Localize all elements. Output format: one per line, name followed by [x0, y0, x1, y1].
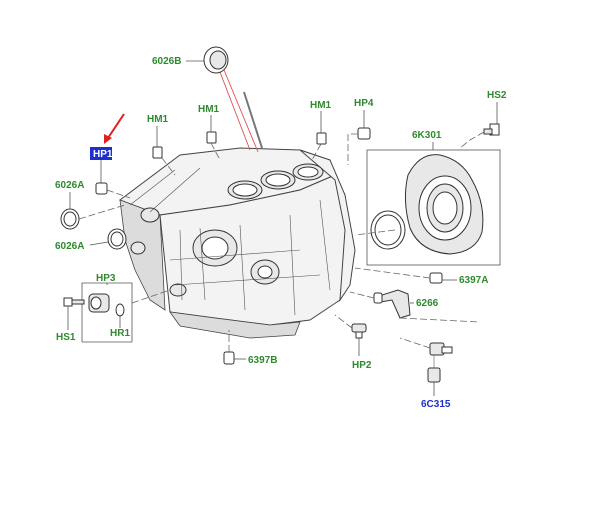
label-6397a: 6397A [459, 275, 488, 286]
sensor-6c315 [399, 337, 453, 396]
label-hr1: HR1 [110, 328, 130, 339]
label-hm1-left: HM1 [147, 114, 169, 125]
guide-line [210, 142, 221, 161]
label-hp4: HP4 [354, 98, 374, 109]
arrow-indicator [104, 113, 125, 144]
label-6k301: 6K301 [412, 130, 442, 141]
label-hp1: HP1 [93, 149, 113, 160]
seal-6026a-lower [89, 228, 127, 250]
plug-6026b [186, 46, 229, 74]
rear-seal-retainer-group [366, 142, 501, 266]
plug-6397a [354, 267, 457, 284]
guide-line [354, 229, 396, 236]
label-6c315: 6C315 [421, 399, 451, 410]
label-hs1: HS1 [56, 332, 76, 343]
label-6026b: 6026B [152, 56, 181, 67]
plug-6397b [223, 330, 246, 365]
label-hs2: HS2 [487, 90, 507, 101]
label-hm1-middle: HM1 [198, 104, 220, 115]
hp1-highlight-box [90, 147, 112, 160]
part-6266 [349, 289, 481, 323]
engine-block [118, 147, 356, 339]
plug-hp1 [95, 160, 131, 199]
label-6026a-upper: 6026A [55, 180, 84, 191]
label-hm1-right: HM1 [310, 100, 332, 111]
plug-hp4 [347, 110, 371, 165]
seal-6026a-upper [60, 192, 126, 230]
label-hp3: HP3 [96, 273, 116, 284]
label-6026a-lower: 6026A [55, 241, 84, 252]
dowel-hm1-middle [206, 115, 217, 144]
guide-line [311, 143, 322, 161]
sensor-hp2 [334, 314, 367, 356]
dowel-hm1-left [152, 126, 163, 159]
dipstick-tube [219, 69, 263, 153]
label-6397b: 6397B [248, 355, 277, 366]
guide-line [161, 157, 176, 176]
dowel-hm1-right [316, 111, 327, 145]
label-6266: 6266 [416, 298, 439, 309]
label-hp2: HP2 [352, 360, 372, 371]
bolt-hs2 [459, 102, 500, 149]
sensor-group-hp3 [63, 282, 171, 343]
